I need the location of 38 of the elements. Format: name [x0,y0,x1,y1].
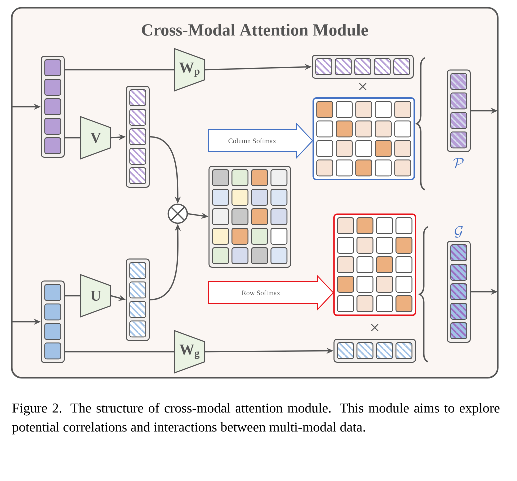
vector-bar [450,244,468,280]
vector-bar [41,56,65,158]
vector-bar [130,301,146,338]
vector-bar [130,128,146,164]
vector-bar [396,342,413,360]
symbol-label: $\mathcal{P}$ [454,158,464,169]
vector-bar [450,264,468,300]
vector-bar [130,148,146,184]
block-arrow [208,274,334,312]
multiply-sign: × [359,83,367,90]
vector-bar [354,58,390,76]
vector-bar [394,58,410,76]
vector-bar [374,58,410,76]
matrix-grid [208,166,292,268]
multiply-circle [168,204,188,224]
vector-bar [130,262,146,298]
vector-bar [450,303,468,339]
vector-bar [316,58,352,76]
matrix-grid [312,98,416,180]
vector-bar [450,112,468,148]
matrix-grid [334,214,416,316]
vector-bar [450,92,468,129]
vector-bar [130,282,146,318]
vector-bar [337,342,374,360]
symbol-label: $\mathcal{G}$ [454,226,463,238]
vector-bar [450,73,468,110]
vector-bar [356,342,393,360]
caption: Figure 2. The structure of cross-modal attention module. This module aims to explore potential correlations and interactions between multi-modal data. [12,403,500,435]
vector-bar [376,342,412,360]
vector-bar [130,168,146,184]
vector-bar [41,280,65,364]
vector-bar [130,109,146,145]
vector-bar [450,284,468,320]
vector-bar [335,58,371,76]
title: Cross-Modal Attention Module [142,24,368,36]
vector-bar [130,90,146,126]
vector-bar [130,320,146,338]
multiply-sign: × [371,324,379,332]
